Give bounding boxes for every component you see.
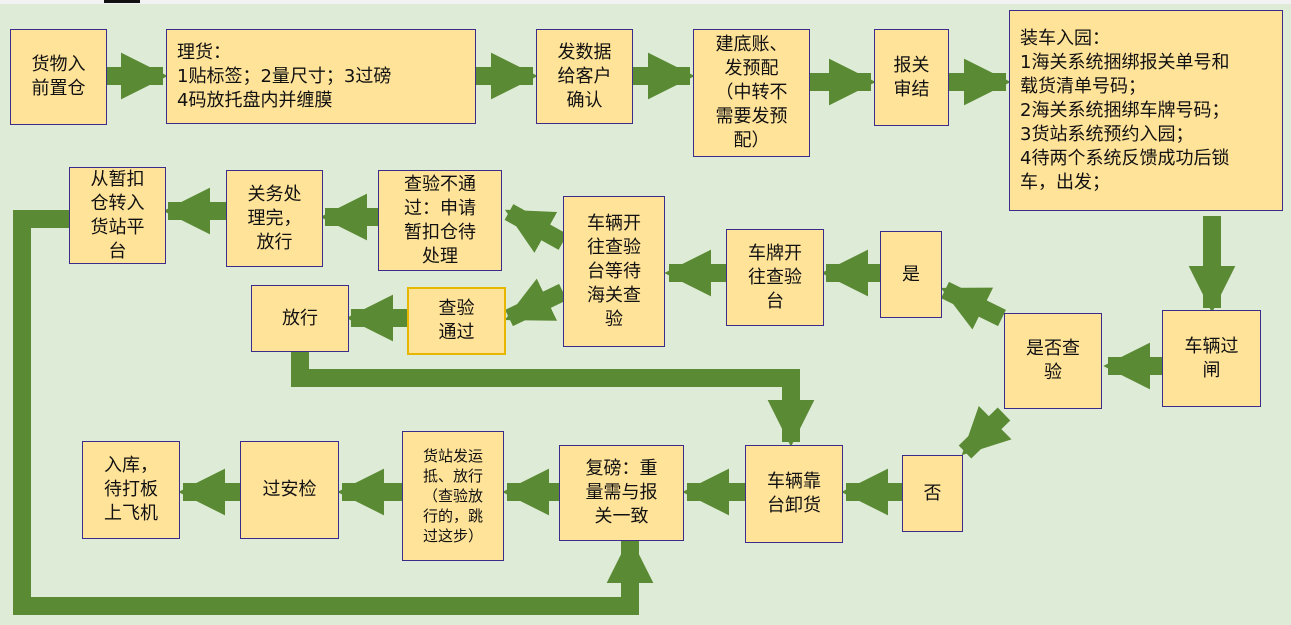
- node-vehicle-through-gate: 车辆过 闸: [1162, 310, 1261, 407]
- node-no: 否: [902, 455, 963, 532]
- node-create-ledger-prealloc: 建底账、 发预配 （中转不 需要发预 配）: [693, 29, 810, 157]
- top-strip: [0, 0, 1291, 4]
- node-tally-goods: 理货： 1贴标签；2量尺寸；3过磅 4码放托盘内并缠膜: [166, 29, 476, 124]
- node-load-and-enter-park: 装车入园： 1海关系统捆绑报关单号和 载货清单号码； 2海关系统捆绑车牌号码； …: [1009, 10, 1283, 211]
- node-warehouse-await-boarding: 入库， 待打板 上飞机: [82, 441, 180, 539]
- node-reweigh: 复磅：重 量需与报 关一致: [559, 445, 684, 541]
- node-customs-cleared: 报关 审结: [874, 29, 949, 126]
- node-vehicle-dock-unload: 车辆靠 台卸货: [745, 445, 843, 543]
- arrow-n11-n15: [504, 278, 567, 327]
- node-cargo-station-release: 货站发运 抵、放行 （查验放 行的，跳 过这步）: [402, 431, 504, 561]
- node-inspection-decision: 是否查 验: [1004, 313, 1102, 409]
- node-transfer-to-cargo-platform: 从暂扣 仓转入 货站平 台: [69, 167, 166, 264]
- node-inspection-failed: 查验不通 过：申请 暂扣仓待 处理: [378, 170, 502, 271]
- arrow-n8-n17: [958, 405, 1012, 459]
- node-goods-into-pre-warehouse: 货物入 前置仓: [10, 29, 107, 125]
- arrow-n8-n9: [940, 281, 1006, 330]
- node-inspection-passed: 查验 通过: [407, 287, 506, 355]
- node-wait-customs-inspection: 车辆开 往查验 台等待 海关查 验: [563, 196, 665, 347]
- node-yes: 是: [880, 231, 942, 318]
- node-release: 放行: [251, 285, 349, 352]
- node-drive-to-inspection: 车牌开 往查验 台: [726, 229, 824, 326]
- arrow-n14-n19: [13, 210, 654, 615]
- node-security-check: 过安检: [240, 441, 339, 539]
- arrow-n16-n18: [291, 352, 815, 447]
- node-customs-handled-release: 关务处 理完， 放行: [226, 170, 323, 267]
- node-send-data-to-client: 发数据 给客户 确认: [536, 29, 633, 124]
- arrow-n11-n12: [504, 204, 568, 253]
- top-mark: [104, 0, 140, 3]
